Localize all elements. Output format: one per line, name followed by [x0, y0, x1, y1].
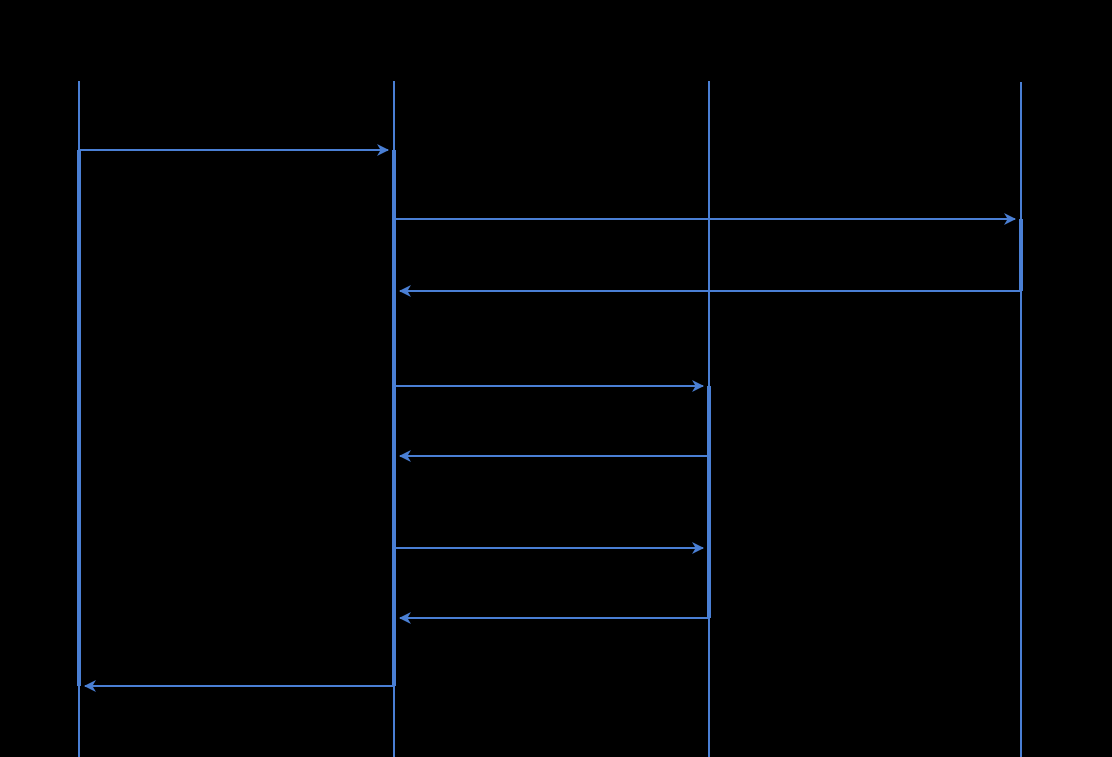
- activations-layer: [77, 150, 1023, 686]
- messages-layer: [79, 144, 1021, 692]
